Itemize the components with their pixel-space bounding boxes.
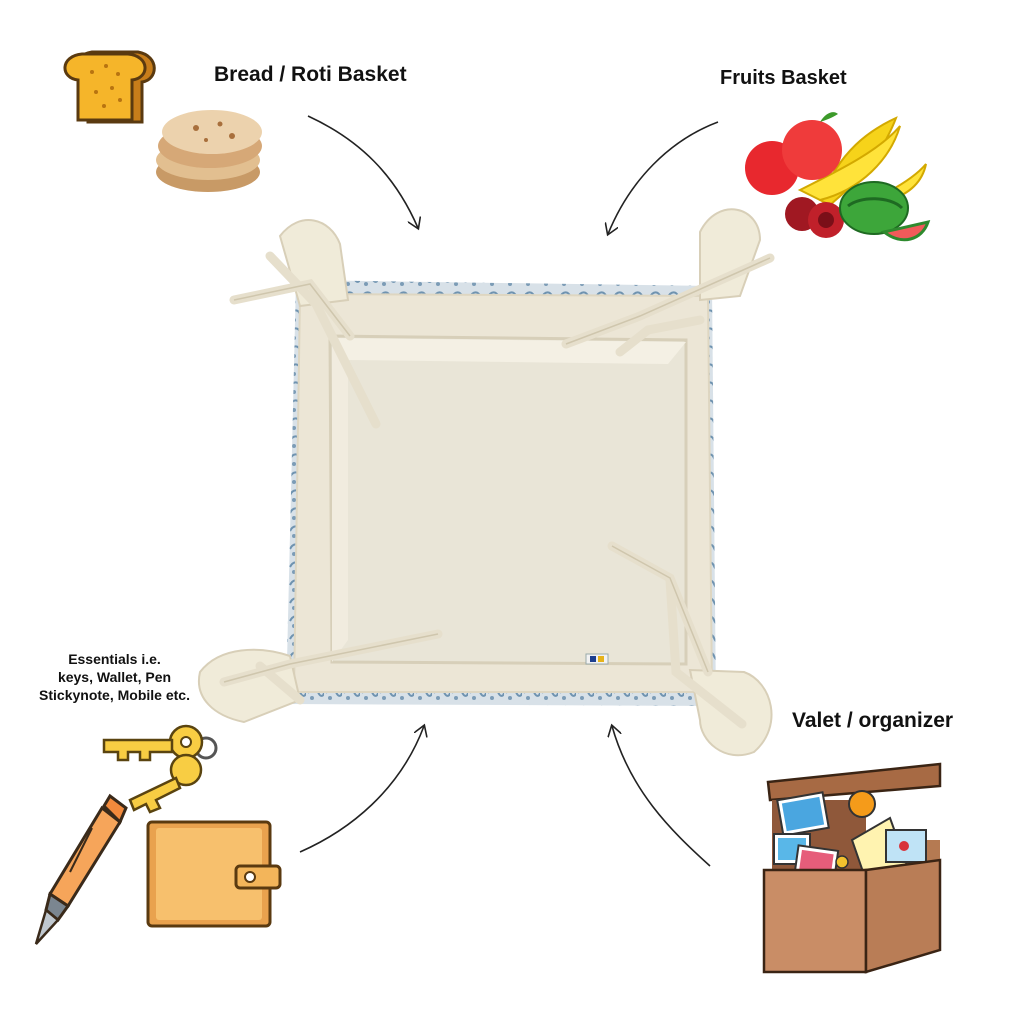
arrow-essentials [299, 726, 424, 853]
roti-stack-icon [156, 110, 262, 192]
label-valet-organizer: Valet / organizer [792, 709, 954, 732]
label-fruits-basket: Fruits Basket [720, 67, 847, 89]
label-essentials: Essentials i.e. keys, Wallet, Pen Sticky… [12, 650, 217, 705]
essentials-line-2: keys, Wallet, Pen [57, 669, 172, 686]
keys-icon [102, 724, 218, 814]
arrow-fruits [608, 121, 719, 234]
essentials-line-1: Essentials i.e. [68, 651, 161, 667]
fountain-pen-icon [34, 793, 128, 945]
arrow-valet [612, 726, 711, 867]
fabric-basket-image [197, 208, 775, 757]
bread-slice-icon [63, 50, 156, 124]
arrow-bread [307, 115, 418, 228]
wallet-icon [146, 820, 282, 928]
open-box-icon [762, 762, 942, 974]
fruit-assortment-icon [745, 112, 931, 242]
label-bread-basket: Bread / Roti Basket [214, 63, 407, 86]
essentials-line-3: Stickynote, Mobile etc. [39, 687, 190, 704]
box-contents [773, 790, 927, 894]
